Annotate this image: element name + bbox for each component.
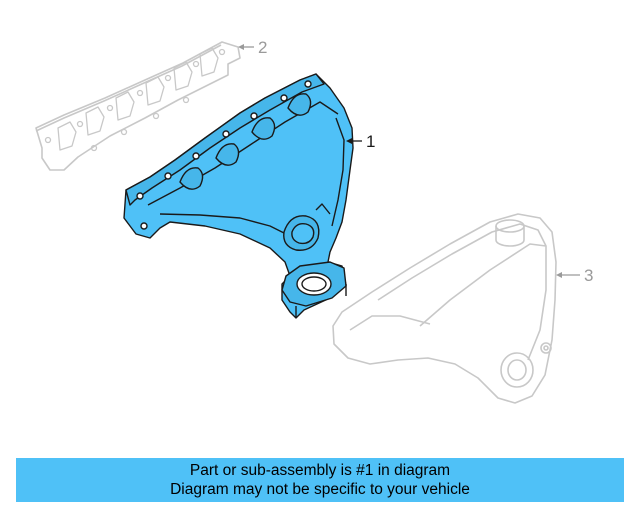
banner-line-2: Diagram may not be specific to your vehi…	[170, 481, 470, 498]
info-banner: Part or sub-assembly is #1 in diagram Di…	[16, 458, 624, 502]
callout-2-number: 2	[258, 38, 267, 57]
callout-1-number: 1	[366, 132, 375, 151]
callout-3-number: 3	[584, 266, 593, 285]
callout-2: 2	[238, 38, 267, 57]
heat-shield-part-3	[332, 213, 557, 404]
gasket-part-2	[35, 41, 241, 171]
exhaust-manifold-part-1	[123, 73, 354, 319]
parts-diagram: 1 2 3	[35, 38, 593, 404]
callout-3: 3	[556, 266, 593, 285]
banner-line-1: Part or sub-assembly is #1 in diagram	[189, 462, 451, 479]
callout-1: 1	[346, 132, 375, 151]
